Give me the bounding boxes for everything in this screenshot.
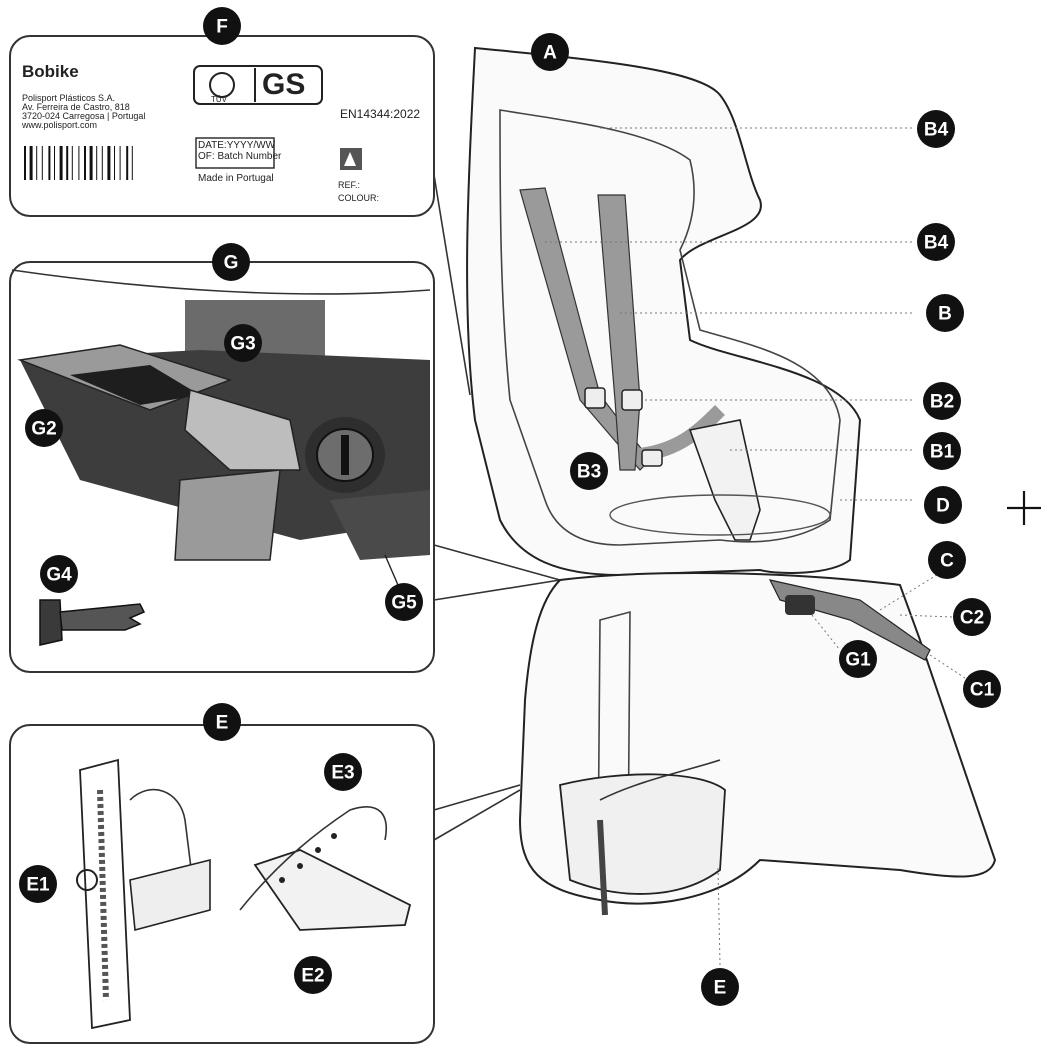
footrest-pedal-illustration	[239, 806, 412, 931]
badge-c-label: C	[940, 551, 954, 572]
badge-g4: G4	[40, 555, 78, 593]
badge-g: G	[212, 243, 250, 281]
brand-name: Bobike	[22, 62, 79, 81]
badge-b1: B1	[923, 432, 961, 470]
badge-c1: C1	[963, 670, 1001, 708]
badge-e3-label: E3	[331, 763, 354, 784]
date-format: DATE:YYYY/WW	[198, 140, 276, 151]
badge-b3: B3	[570, 452, 608, 490]
certification-logo-box	[193, 65, 323, 105]
made-in: Made in Portugal	[198, 173, 274, 184]
badge-b2: B2	[923, 382, 961, 420]
badge-e-main: E	[701, 968, 739, 1006]
address-line: Polisport Plásticos S.A.	[22, 93, 116, 103]
lock-illustration	[11, 269, 431, 586]
address-line: 3720-024 Carregosa | Portugal	[22, 111, 146, 121]
crosshair-plus-icon	[1007, 491, 1041, 525]
standard-code: EN14344:2022	[340, 107, 421, 121]
badge-a: A	[531, 33, 569, 71]
badge-g1: G1	[839, 640, 877, 678]
tuv-logo: TÜV	[211, 95, 227, 104]
badge-b4-top-label: B4	[924, 120, 949, 141]
footrest-rail-illustration	[76, 758, 211, 1030]
badge-g5: G5	[385, 583, 423, 621]
badge-b4-top: B4	[917, 110, 955, 148]
address-line: Av. Ferreira de Castro, 818	[22, 102, 130, 112]
badge-g1-label: G1	[845, 650, 871, 671]
gs-logo: GS	[262, 68, 306, 101]
badge-g2: G2	[25, 409, 63, 447]
badge-g2-label: G2	[31, 419, 56, 440]
badge-c2-label: C2	[960, 608, 984, 629]
badge-e3: E3	[324, 753, 362, 791]
badge-g5-label: G5	[391, 593, 417, 614]
child-seat-illustration	[466, 46, 997, 916]
badge-e-inset: E	[203, 703, 241, 741]
warning-pictogram	[340, 148, 362, 170]
badge-b4-mid: B4	[917, 223, 955, 261]
badge-c2: C2	[953, 598, 991, 636]
colour-field: COLOUR:	[338, 193, 380, 203]
badge-e1-label: E1	[26, 875, 50, 896]
badge-f-label: F	[216, 17, 228, 38]
badge-e2-label: E2	[301, 966, 324, 987]
badge-e1: E1	[19, 865, 57, 903]
badge-e-inset-label: E	[216, 713, 229, 734]
badge-f: F	[203, 7, 241, 45]
badge-e-main-label: E	[714, 978, 727, 999]
badge-d: D	[924, 486, 962, 524]
batch-number: OF: Batch Number	[198, 151, 282, 162]
badge-b3-label: B3	[577, 462, 601, 483]
badge-b2-label: B2	[930, 392, 954, 413]
website: www.polisport.com	[22, 120, 98, 130]
badge-a-label: A	[543, 43, 557, 64]
footrest-panel-e	[9, 724, 435, 1044]
barcode	[24, 146, 133, 180]
badge-d-label: D	[936, 496, 950, 517]
badge-b4-mid-label: B4	[924, 233, 949, 254]
badge-e2: E2	[294, 956, 332, 994]
badge-c1-label: C1	[970, 680, 995, 701]
badge-g3-label: G3	[230, 334, 255, 355]
badge-g4-label: G4	[46, 565, 72, 586]
key-icon	[39, 599, 146, 646]
ref-field: REF.:	[338, 180, 361, 190]
badge-b1-label: B1	[930, 442, 955, 463]
badge-c: C	[928, 541, 966, 579]
badge-g-label: G	[224, 253, 239, 274]
badge-g3: G3	[224, 324, 262, 362]
badge-b-label: B	[938, 304, 952, 325]
batch-box	[195, 137, 275, 169]
badge-b: B	[926, 294, 964, 332]
